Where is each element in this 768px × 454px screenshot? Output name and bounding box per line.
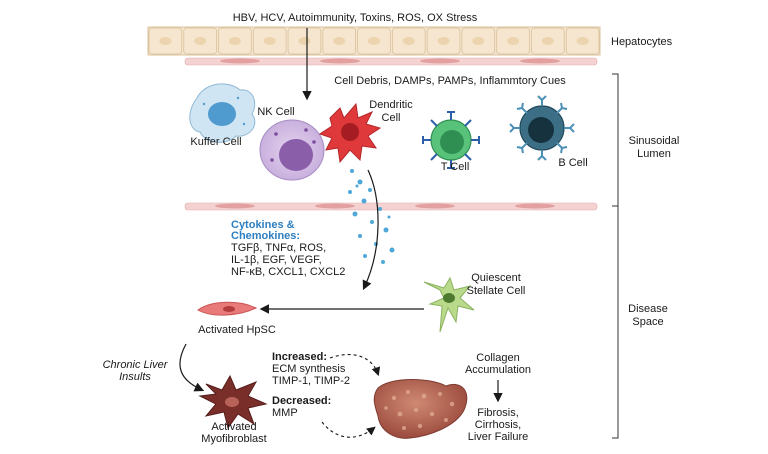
increased-line-1: ECM synthesis	[272, 363, 346, 375]
hepatocyte-nucleus	[402, 37, 415, 45]
hepatocyte-nucleus	[228, 37, 241, 45]
t-cell-icon	[422, 111, 480, 169]
sinusoidal-bracket	[612, 73, 619, 207]
dendritic-cell-label-2: Cell	[382, 112, 401, 124]
quiescent-stellate-cell-icon	[423, 276, 475, 333]
b-cell-label: B Cell	[558, 157, 587, 169]
hepatocyte-row	[147, 26, 601, 56]
activated-hpsc-icon	[197, 301, 258, 316]
hepatocyte-nucleus	[507, 37, 520, 45]
t-cell-label: T Cell	[441, 161, 470, 173]
dendritic-cell-label-1: Dendritic	[369, 99, 413, 111]
hepatocyte-nucleus	[576, 37, 589, 45]
b-cell-icon	[509, 95, 575, 161]
lower-endothelium	[184, 202, 598, 211]
cytokines-heading-2: Chemokines:	[231, 230, 300, 242]
outcome-line-3: Liver Failure	[468, 431, 529, 443]
increased-heading: Increased:	[272, 351, 327, 363]
hepatocyte-nucleus	[159, 37, 172, 45]
hepatocyte-nucleus	[368, 37, 380, 45]
increased-dashed-arrow	[329, 354, 381, 377]
fibrotic-liver-icon	[373, 379, 468, 439]
nk-cell-icon	[259, 119, 325, 181]
increased-line-2: TIMP-1, TIMP-2	[272, 375, 350, 387]
disease-label-2: Space	[632, 316, 663, 328]
outcome-line-1: Fibrosis,	[477, 407, 519, 419]
decreased-dashed-arrow	[321, 421, 376, 438]
cytokines-line-1: TGFβ, TNFα, ROS,	[231, 242, 326, 254]
cytokine-dots	[348, 169, 395, 264]
collagen-label-1: Collagen	[476, 352, 519, 364]
decreased-line-1: MMP	[272, 407, 298, 419]
hepatocytes-label: Hepatocytes	[611, 36, 673, 48]
stimuli-label: HBV, HCV, Autoimmunity, Toxins, ROS, OX …	[233, 12, 478, 24]
kuffer-cell-label: Kuffer Cell	[190, 136, 241, 148]
collagen-label-2: Accumulation	[465, 364, 531, 376]
myofibroblast-icon	[198, 374, 268, 430]
hepatocyte-nucleus	[194, 37, 207, 45]
hepatocyte-nucleus	[437, 37, 450, 45]
myofibroblast-label-2: Myofibroblast	[201, 433, 266, 445]
cytokines-line-3: NF-κB, CXCL1, CXCL2	[231, 266, 345, 278]
quiescent-label-2: Stellate Cell	[467, 285, 526, 297]
cytokine-arrow	[362, 169, 379, 291]
disease-bracket	[612, 205, 619, 439]
myofibroblast-label-1: Activated	[211, 421, 256, 433]
chronic-label-2: Insults	[119, 371, 151, 383]
hepatocyte-nucleus	[298, 37, 311, 45]
hepatocyte-nucleus	[541, 37, 554, 45]
hepatocyte-nucleus	[472, 37, 485, 45]
nk-cell-label: NK Cell	[257, 106, 294, 118]
upper-endothelium	[184, 57, 598, 66]
quiescent-label-1: Quiescent	[471, 272, 521, 284]
dendritic-cell-icon	[318, 102, 382, 164]
hepatocyte-nucleus	[263, 37, 276, 45]
decreased-heading: Decreased:	[272, 395, 331, 407]
chronic-label-1: Chronic Liver	[103, 359, 169, 371]
cytokines-line-2: IL-1β, EGF, VEGF,	[231, 254, 322, 266]
activated-hpsc-label: Activated HpSC	[198, 324, 276, 336]
hepatocyte-nucleus	[333, 37, 346, 45]
sinusoidal-label-1: Sinusoidal	[629, 135, 680, 147]
cues-label: Cell Debris, DAMPs, PAMPs, Inflammtory C…	[334, 75, 566, 87]
chronic-arrow	[179, 343, 205, 392]
sinusoidal-label-2: Lumen	[637, 148, 671, 160]
outcome-line-2: Cirrhosis,	[475, 419, 521, 431]
cytokines-heading-1: Cytokines &	[231, 219, 295, 231]
disease-label-1: Disease	[628, 303, 668, 315]
kuffer-cell-icon	[189, 83, 256, 143]
